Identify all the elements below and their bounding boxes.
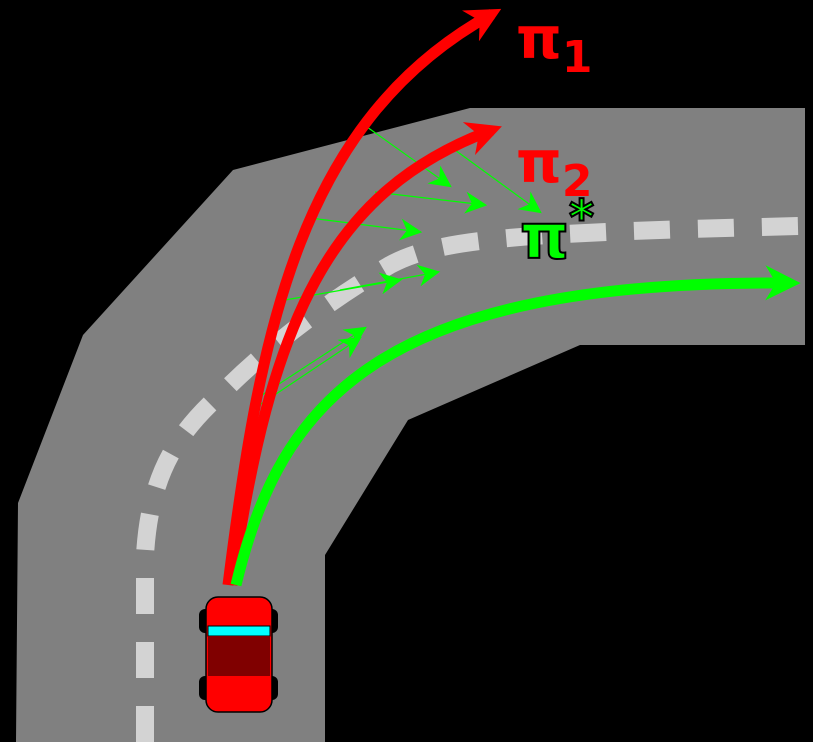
pistar-trajectory bbox=[230, 265, 801, 587]
pi1-trajectory bbox=[222, 8, 502, 586]
correction-arrow bbox=[359, 121, 452, 188]
pistar-symbol: π bbox=[520, 200, 569, 273]
pi1-subscript: 1 bbox=[562, 32, 593, 83]
correction-arrow bbox=[339, 264, 441, 291]
pistar-superscript: * bbox=[569, 190, 594, 246]
car-icon bbox=[199, 596, 278, 713]
correction-arrow bbox=[454, 149, 542, 214]
car-roof bbox=[208, 636, 270, 676]
road bbox=[16, 108, 805, 742]
pi1-label: π1 bbox=[516, 4, 593, 83]
pi2-subscript: 2 bbox=[562, 156, 593, 207]
pi1-symbol: π bbox=[516, 4, 562, 72]
pi2-label: π2 bbox=[516, 128, 593, 207]
pistar-label: π* bbox=[520, 190, 594, 273]
car-windshield bbox=[207, 625, 271, 637]
correction-arrow bbox=[374, 191, 488, 214]
correction-arrow bbox=[309, 217, 423, 241]
pi2-trajectory bbox=[226, 122, 502, 586]
lane-marking bbox=[136, 217, 801, 742]
pi2-symbol: π bbox=[516, 128, 562, 196]
